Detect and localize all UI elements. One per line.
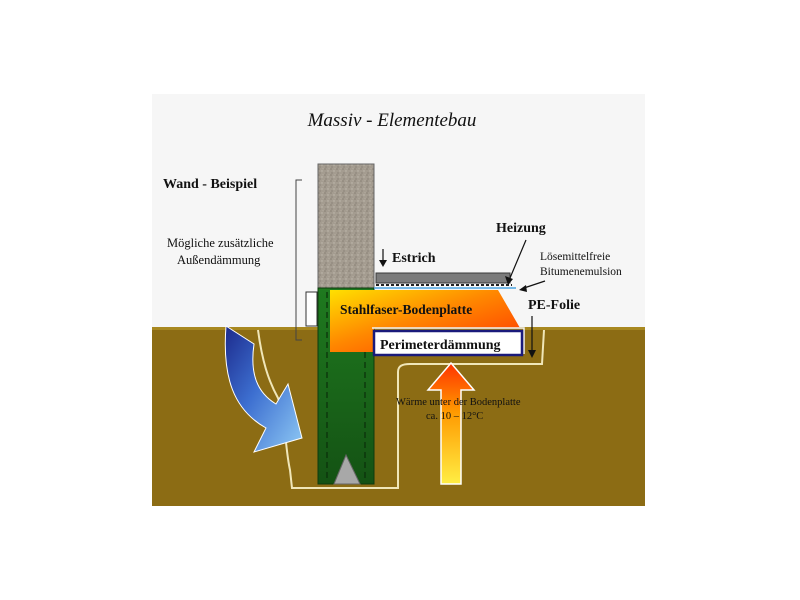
heating-arrow-head xyxy=(505,276,513,285)
emulsion-label-line1: Lösemittelfreie xyxy=(540,251,610,263)
pe-foil-label: PE-Folie xyxy=(528,298,580,313)
screed-arrow-head xyxy=(379,260,387,267)
heat-up-arrow xyxy=(426,361,476,485)
heating-label: Heizung xyxy=(496,221,546,236)
steel-fiber-slab-label: Stahlfaser-Bodenplatte xyxy=(340,302,472,317)
excavation-outline xyxy=(257,329,545,489)
perimeter-insulation-board xyxy=(372,329,524,357)
wall-bracket xyxy=(295,179,302,341)
heat-label-line2: ca. 10 – 12°C xyxy=(426,411,483,422)
screed-layer xyxy=(375,272,511,284)
pe-foil-arrow-head xyxy=(528,350,536,358)
concrete-wall xyxy=(317,163,375,289)
diagram-title: Massiv - Elementebau xyxy=(307,110,477,131)
insulation-label-line2: Außendämmung xyxy=(177,253,261,267)
heat-label-line1: Wärme unter der Bodenplatte xyxy=(396,397,521,408)
pe-foil-line xyxy=(372,327,525,354)
cold-air-curved-arrow xyxy=(224,325,303,453)
heating-arrow-shaft xyxy=(509,239,527,279)
foundation-triangle xyxy=(333,453,361,485)
emulsion-arrow-shaft xyxy=(523,280,546,289)
wall-example-label: Wand - Beispiel xyxy=(163,177,257,192)
emulsion-label-line2: Bitumenemulsion xyxy=(540,266,622,278)
perimeter-insulation-label: Perimeterdämmung xyxy=(380,338,501,353)
insulation-label-line1: Mögliche zusätzliche xyxy=(167,236,274,250)
external-insulation-board xyxy=(305,291,318,327)
emulsion-arrow-head xyxy=(519,285,527,292)
steel-fiber-slab xyxy=(330,290,520,352)
air-background xyxy=(152,94,645,328)
screed-label: Estrich xyxy=(392,251,436,266)
